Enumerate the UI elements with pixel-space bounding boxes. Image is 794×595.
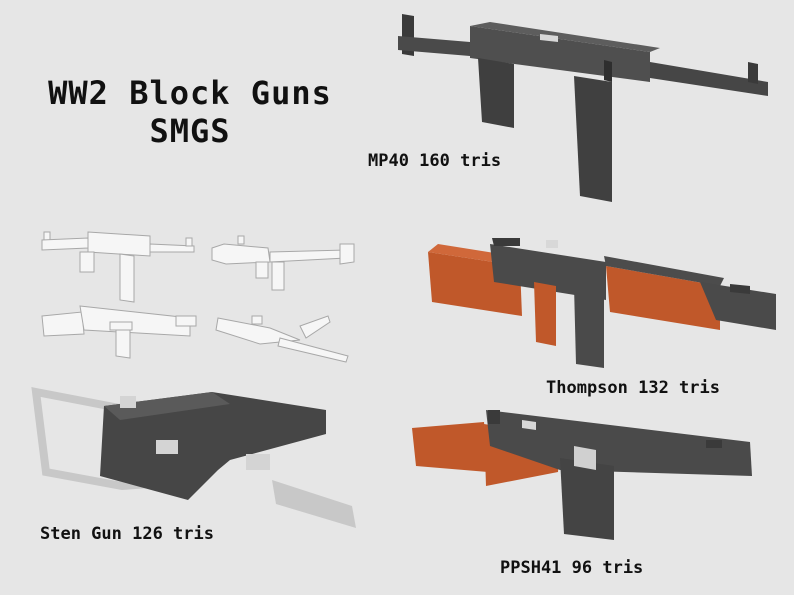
sten-gun-model bbox=[31, 387, 356, 528]
thompson-model bbox=[428, 238, 776, 368]
mp40-label: MP40 160 tris bbox=[368, 151, 502, 171]
ppsh41-model bbox=[412, 410, 752, 540]
ppsh41-label: PPSH41 96 tris bbox=[500, 558, 644, 578]
mp40-model bbox=[398, 14, 768, 202]
page-title: WW2 Block Guns SMGS bbox=[20, 74, 360, 150]
sten-gun-label: Sten Gun 126 tris bbox=[40, 524, 214, 544]
wireframe-previews bbox=[41, 231, 355, 363]
title-line-2: SMGS bbox=[149, 112, 231, 150]
title-line-1: WW2 Block Guns bbox=[48, 74, 332, 112]
thompson-label: Thompson 132 tris bbox=[546, 378, 720, 398]
